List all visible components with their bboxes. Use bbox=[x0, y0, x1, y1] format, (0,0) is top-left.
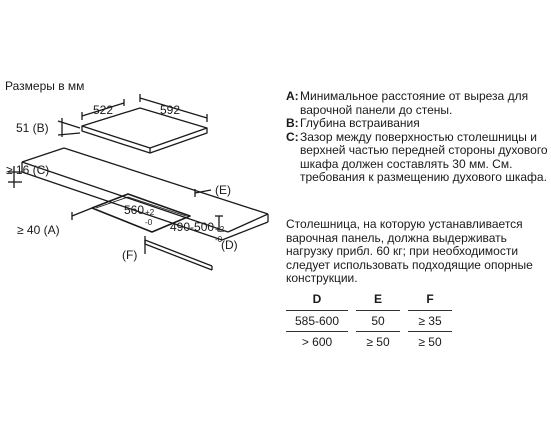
label-490-500: 490-500+2-0 bbox=[170, 220, 225, 244]
dim-line-e bbox=[194, 189, 212, 194]
units-caption: Размеры в мм bbox=[5, 79, 85, 93]
dim-line-b bbox=[57, 120, 81, 129]
label-592: 592 bbox=[160, 103, 181, 117]
cutout-dimension-diagram bbox=[8, 94, 269, 271]
label-f: (F) bbox=[122, 248, 138, 262]
legend: A: Минимальное расстояние от выреза для … bbox=[286, 89, 548, 185]
label-40-a: ≥ 40 (A) bbox=[17, 223, 60, 237]
dimension-table: D E F 585-600 50 ≥ 35 > 600 ≥ 50 ≥ 50 bbox=[286, 290, 452, 352]
support-rail bbox=[144, 236, 213, 271]
worktop bbox=[21, 147, 269, 241]
legend-item-c: C: Зазор между поверхностью столешницы и… bbox=[286, 129, 548, 184]
legend-item-b: B: Глубина встраивания bbox=[286, 116, 420, 130]
hob-thickness bbox=[81, 126, 208, 154]
table-header-e: E bbox=[356, 290, 400, 311]
label-51-b: 51 (B) bbox=[16, 121, 49, 135]
worktop-cutout bbox=[91, 193, 191, 233]
table-row: > 600 ≥ 50 ≥ 50 bbox=[301, 335, 442, 349]
label-560: 560+2-0 bbox=[124, 203, 155, 227]
table-row: 585-600 50 ≥ 35 bbox=[286, 310, 452, 332]
table-header-d: D bbox=[286, 290, 348, 311]
load-note: Столешница, на которую устанавливается в… bbox=[286, 217, 533, 285]
legend-item-a: A: Минимальное расстояние от выреза для … bbox=[286, 89, 529, 117]
label-e: (E) bbox=[215, 183, 231, 197]
label-d: (D) bbox=[221, 238, 238, 252]
label-522: 522 bbox=[93, 103, 114, 117]
label-16-c: ≥ 16 (C) bbox=[6, 163, 50, 177]
table-header-f: F bbox=[408, 290, 452, 311]
dim-line-592 bbox=[139, 97, 208, 119]
dim-line-522 bbox=[81, 102, 125, 117]
dim-line-a bbox=[71, 207, 93, 217]
